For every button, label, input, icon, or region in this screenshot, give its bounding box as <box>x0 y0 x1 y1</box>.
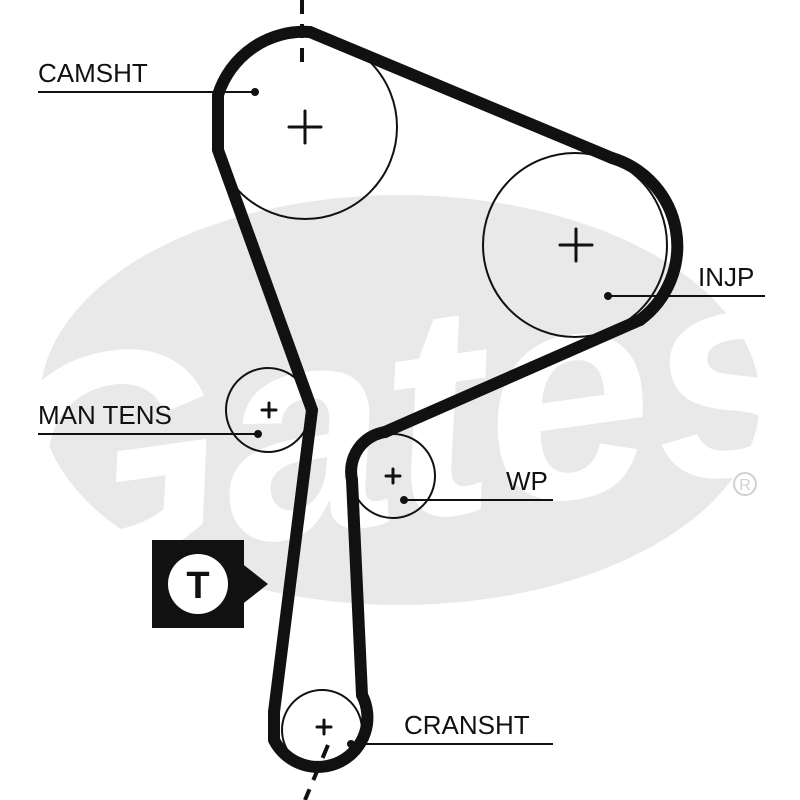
pulleys <box>212 34 668 771</box>
tension-badge-letter: T <box>186 565 209 607</box>
water-pump-centre-cross-icon <box>384 467 402 485</box>
tension-badge-arrow-icon <box>240 562 268 606</box>
belt-tens-to-cam <box>212 89 318 416</box>
crankshaft-centre-cross-icon <box>315 718 333 736</box>
camshaft-pulley <box>212 34 398 220</box>
timing-marks <box>300 0 330 800</box>
injection-pump-pulley <box>482 152 668 338</box>
manual-tensioner-label: MAN TENS <box>38 400 172 430</box>
camshaft-label: CAMSHT <box>38 58 148 88</box>
injection-pump-centre-cross-icon <box>558 227 594 263</box>
belt-injp-wrap <box>606 152 684 326</box>
trademark-circle <box>733 472 757 496</box>
pulley-centres <box>260 109 594 736</box>
tensioner-centre-cross-icon <box>260 401 278 419</box>
trademark-symbol: R <box>739 477 751 494</box>
crankshaft-label: CRANSHT <box>404 710 530 740</box>
water-pump-pulley <box>350 433 436 519</box>
belt-wp-to-crank <box>346 474 368 701</box>
tension-badge-circle <box>168 554 228 614</box>
leader-lines <box>38 88 765 748</box>
belt-crank-to-tens <box>268 404 318 718</box>
belt-camshaft-wrap <box>212 25 316 101</box>
watermark-ellipse <box>40 195 760 605</box>
camshaft-centre-cross-icon <box>287 109 323 145</box>
belt-crank-wrap <box>268 689 374 773</box>
water-pump-label: WP <box>506 466 548 496</box>
crankshaft-pulley <box>281 689 363 771</box>
manual-tensioner-pulley <box>225 367 311 453</box>
tension-badge: T <box>152 540 268 628</box>
injection-pump-label: INJP <box>698 262 754 292</box>
crankshaft-timing-mark <box>303 744 330 800</box>
belt-injp-to-wp <box>379 314 646 438</box>
